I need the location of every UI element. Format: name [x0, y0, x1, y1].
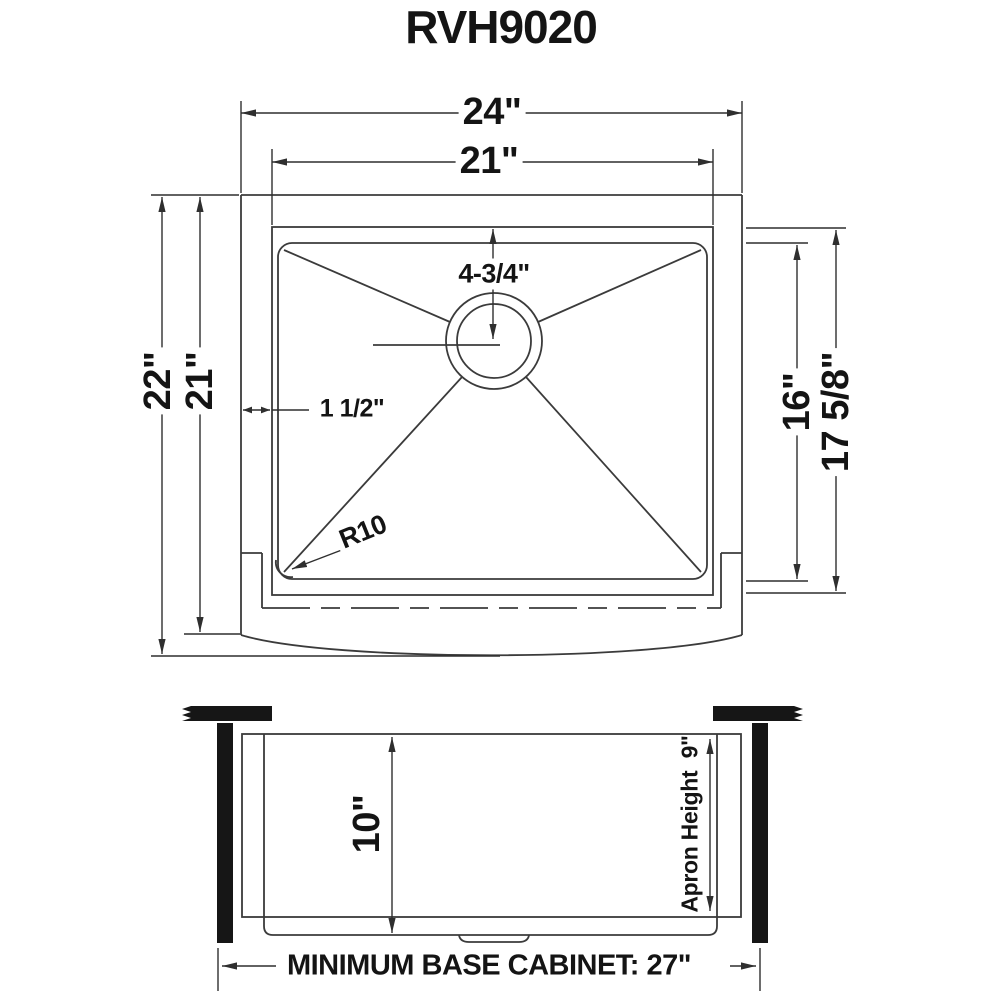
- corner-radius-leader: [291, 547, 348, 570]
- section-view: [182, 706, 803, 943]
- min-base-cabinet-note: MINIMUM BASE CABINET: 27": [282, 949, 696, 983]
- corner-radius-arc: [274, 559, 294, 579]
- drain-outer-circle: [445, 292, 543, 390]
- drain-inner-circle: [456, 303, 532, 379]
- countertop-right: [713, 706, 803, 721]
- dim-overall-width-label: 24": [458, 91, 526, 133]
- bowl-section: [263, 734, 718, 936]
- dim-bowl-height-label: 10": [346, 790, 388, 858]
- dim-drain-offset-label: 4-3/4": [454, 258, 534, 290]
- cabinet-wall-right: [752, 723, 768, 943]
- dim-rim-thickness-label: 1 1/2": [315, 394, 389, 424]
- cabinet-wall-left: [217, 723, 233, 943]
- drain-bump: [458, 934, 530, 943]
- section-view-dimensions: [217, 737, 761, 991]
- dim-apron-depth-label: 21": [179, 347, 221, 415]
- dim-apron-height-label: Apron Height 9": [676, 735, 703, 913]
- apron-curve: [240, 634, 743, 657]
- countertop-left: [182, 706, 272, 721]
- sink-section-outline: [241, 733, 742, 918]
- model-number-title: RVH9020: [401, 2, 601, 52]
- dim-bowl-depth-label: 16": [776, 368, 818, 436]
- dim-overall-depth-label: 22": [137, 347, 179, 415]
- dim-outer-bowl-depth-label: 17 5/8": [815, 347, 857, 477]
- bowl-slope-lines: [283, 249, 702, 573]
- dim-inner-width-label: 21": [455, 140, 523, 182]
